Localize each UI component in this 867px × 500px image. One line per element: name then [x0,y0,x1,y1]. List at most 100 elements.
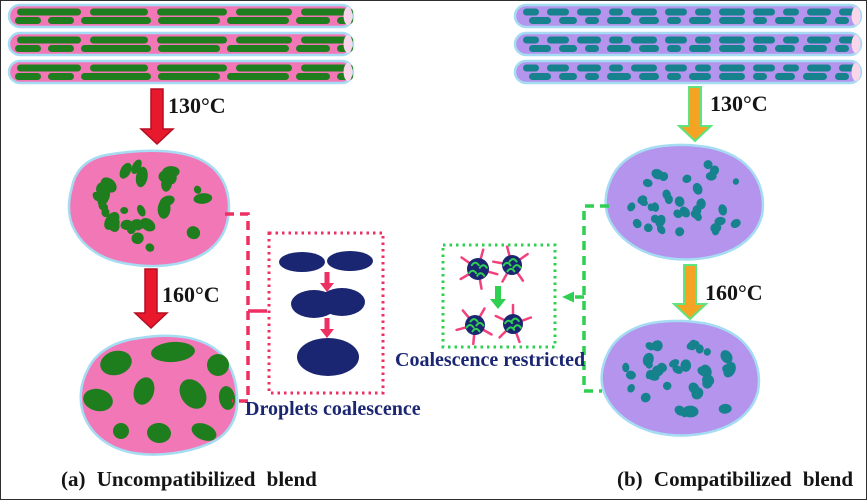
dispersed-strand [547,36,569,44]
minor-droplet [680,359,692,372]
minor-droplet [675,227,685,237]
compatibilizer-anchor [465,324,475,329]
arrow-b-160-icon [671,264,709,321]
dispersed-strand [81,73,151,80]
minor-droplet [674,405,686,416]
bar-end-cap [343,7,353,25]
minor-droplet [650,214,660,223]
droplets-coalescence-box [267,231,385,395]
coalesced-droplet [113,423,129,439]
compatibilizer-anchor [512,264,522,269]
dispersed-strand [585,17,599,24]
dispersed-strand [695,8,711,16]
minor-droplet [703,160,713,170]
dispersed-strand [667,45,681,52]
compatibilized-droplet-icon [455,307,493,346]
dispersed-strand [689,45,711,52]
dispersed-strand [609,64,623,72]
minor-droplet [674,196,685,207]
minor-droplet [642,178,653,188]
minor-droplet [720,350,733,364]
restricted-arrow-icon [490,286,506,309]
dispersed-strand [236,64,292,72]
minor-droplet [645,342,655,351]
dispersed-strand [775,73,795,80]
bar-end-cap [851,7,861,25]
dispersed-strand [783,64,799,72]
dispersed-strand [753,73,767,80]
dispersed-strand [523,64,539,72]
minor-droplet [662,189,671,200]
minor-droplet [656,225,666,235]
dispersed-strand [783,36,799,44]
caption-compatibilized: (b) Compatibilized blend [617,467,854,491]
dispersed-strand [48,17,74,24]
minor-droplet [651,202,660,212]
temp-label-a-130: 130°C [168,93,226,118]
minor-droplet [627,384,635,393]
dispersed-strand [753,17,767,24]
dispersed-strand [227,17,289,24]
dispersed-strand [835,73,849,80]
dispersed-strand [523,8,539,16]
minor-droplet [96,182,109,196]
dispersed-strand [775,17,795,24]
minor-droplet [645,361,653,369]
dispersed-strand [157,36,227,44]
compatibilizer-anchor [476,272,486,277]
blend-a-130-droplets [92,159,213,252]
dispersed-strand [585,73,599,80]
minor-droplet [640,392,651,403]
dispersed-strand [301,8,353,16]
caption-uncompatibilized: (a) Uncompatibilized blend [61,467,317,491]
dispersed-strand [236,36,292,44]
minor-droplet [710,222,722,233]
minor-droplet [639,199,648,207]
dispersed-strand [803,73,827,80]
blend-a-160-droplets [83,341,236,444]
minor-droplet [145,243,155,252]
compatibilizer-anchor [510,317,520,323]
minor-droplet [134,223,142,231]
restricted-droplets [455,245,533,346]
dispersed-strand [48,73,74,80]
minor-droplet [659,172,669,181]
minor-droplet [692,205,702,216]
minor-droplet [688,339,698,351]
dispersed-strand [607,73,631,80]
compatibilizer-anchor [475,322,485,327]
dispersed-strand [639,45,659,52]
process-arrows [133,86,714,338]
dispersed-strand [577,8,601,16]
bracket-b-connector [582,204,609,393]
coalescence-restricted-label: Coalescence restricted [395,349,586,371]
coalesced-droplet [83,388,113,412]
dispersed-strand [81,45,151,52]
dispersed-strand [609,8,623,16]
minor-droplet [722,364,731,373]
dispersed-strand [667,17,681,24]
minor-droplet [119,162,132,179]
dispersed-strand [667,73,681,80]
minor-droplet [673,209,683,219]
blend-b-blob-160 [600,319,761,437]
dispersed-strand [807,8,831,16]
small-droplet-right [327,251,373,271]
dispersed-strand [227,73,289,80]
dispersed-strand [835,17,849,24]
minor-droplet [101,207,110,218]
dispersed-strand [90,64,148,72]
coalescence-step-arrow-1-icon [320,272,334,292]
dispersed-strand [158,73,220,80]
minor-droplet [137,204,146,217]
minor-droplet [702,378,713,389]
minor-droplet [107,217,120,232]
coalesced-droplet [133,377,155,405]
dispersed-strand [803,45,827,52]
arrow-b-130-icon [676,86,714,143]
minor-droplet [718,403,732,414]
compatibilizer-anchor [504,319,514,325]
dispersed-strand [17,64,81,72]
droplet-core [502,255,522,275]
